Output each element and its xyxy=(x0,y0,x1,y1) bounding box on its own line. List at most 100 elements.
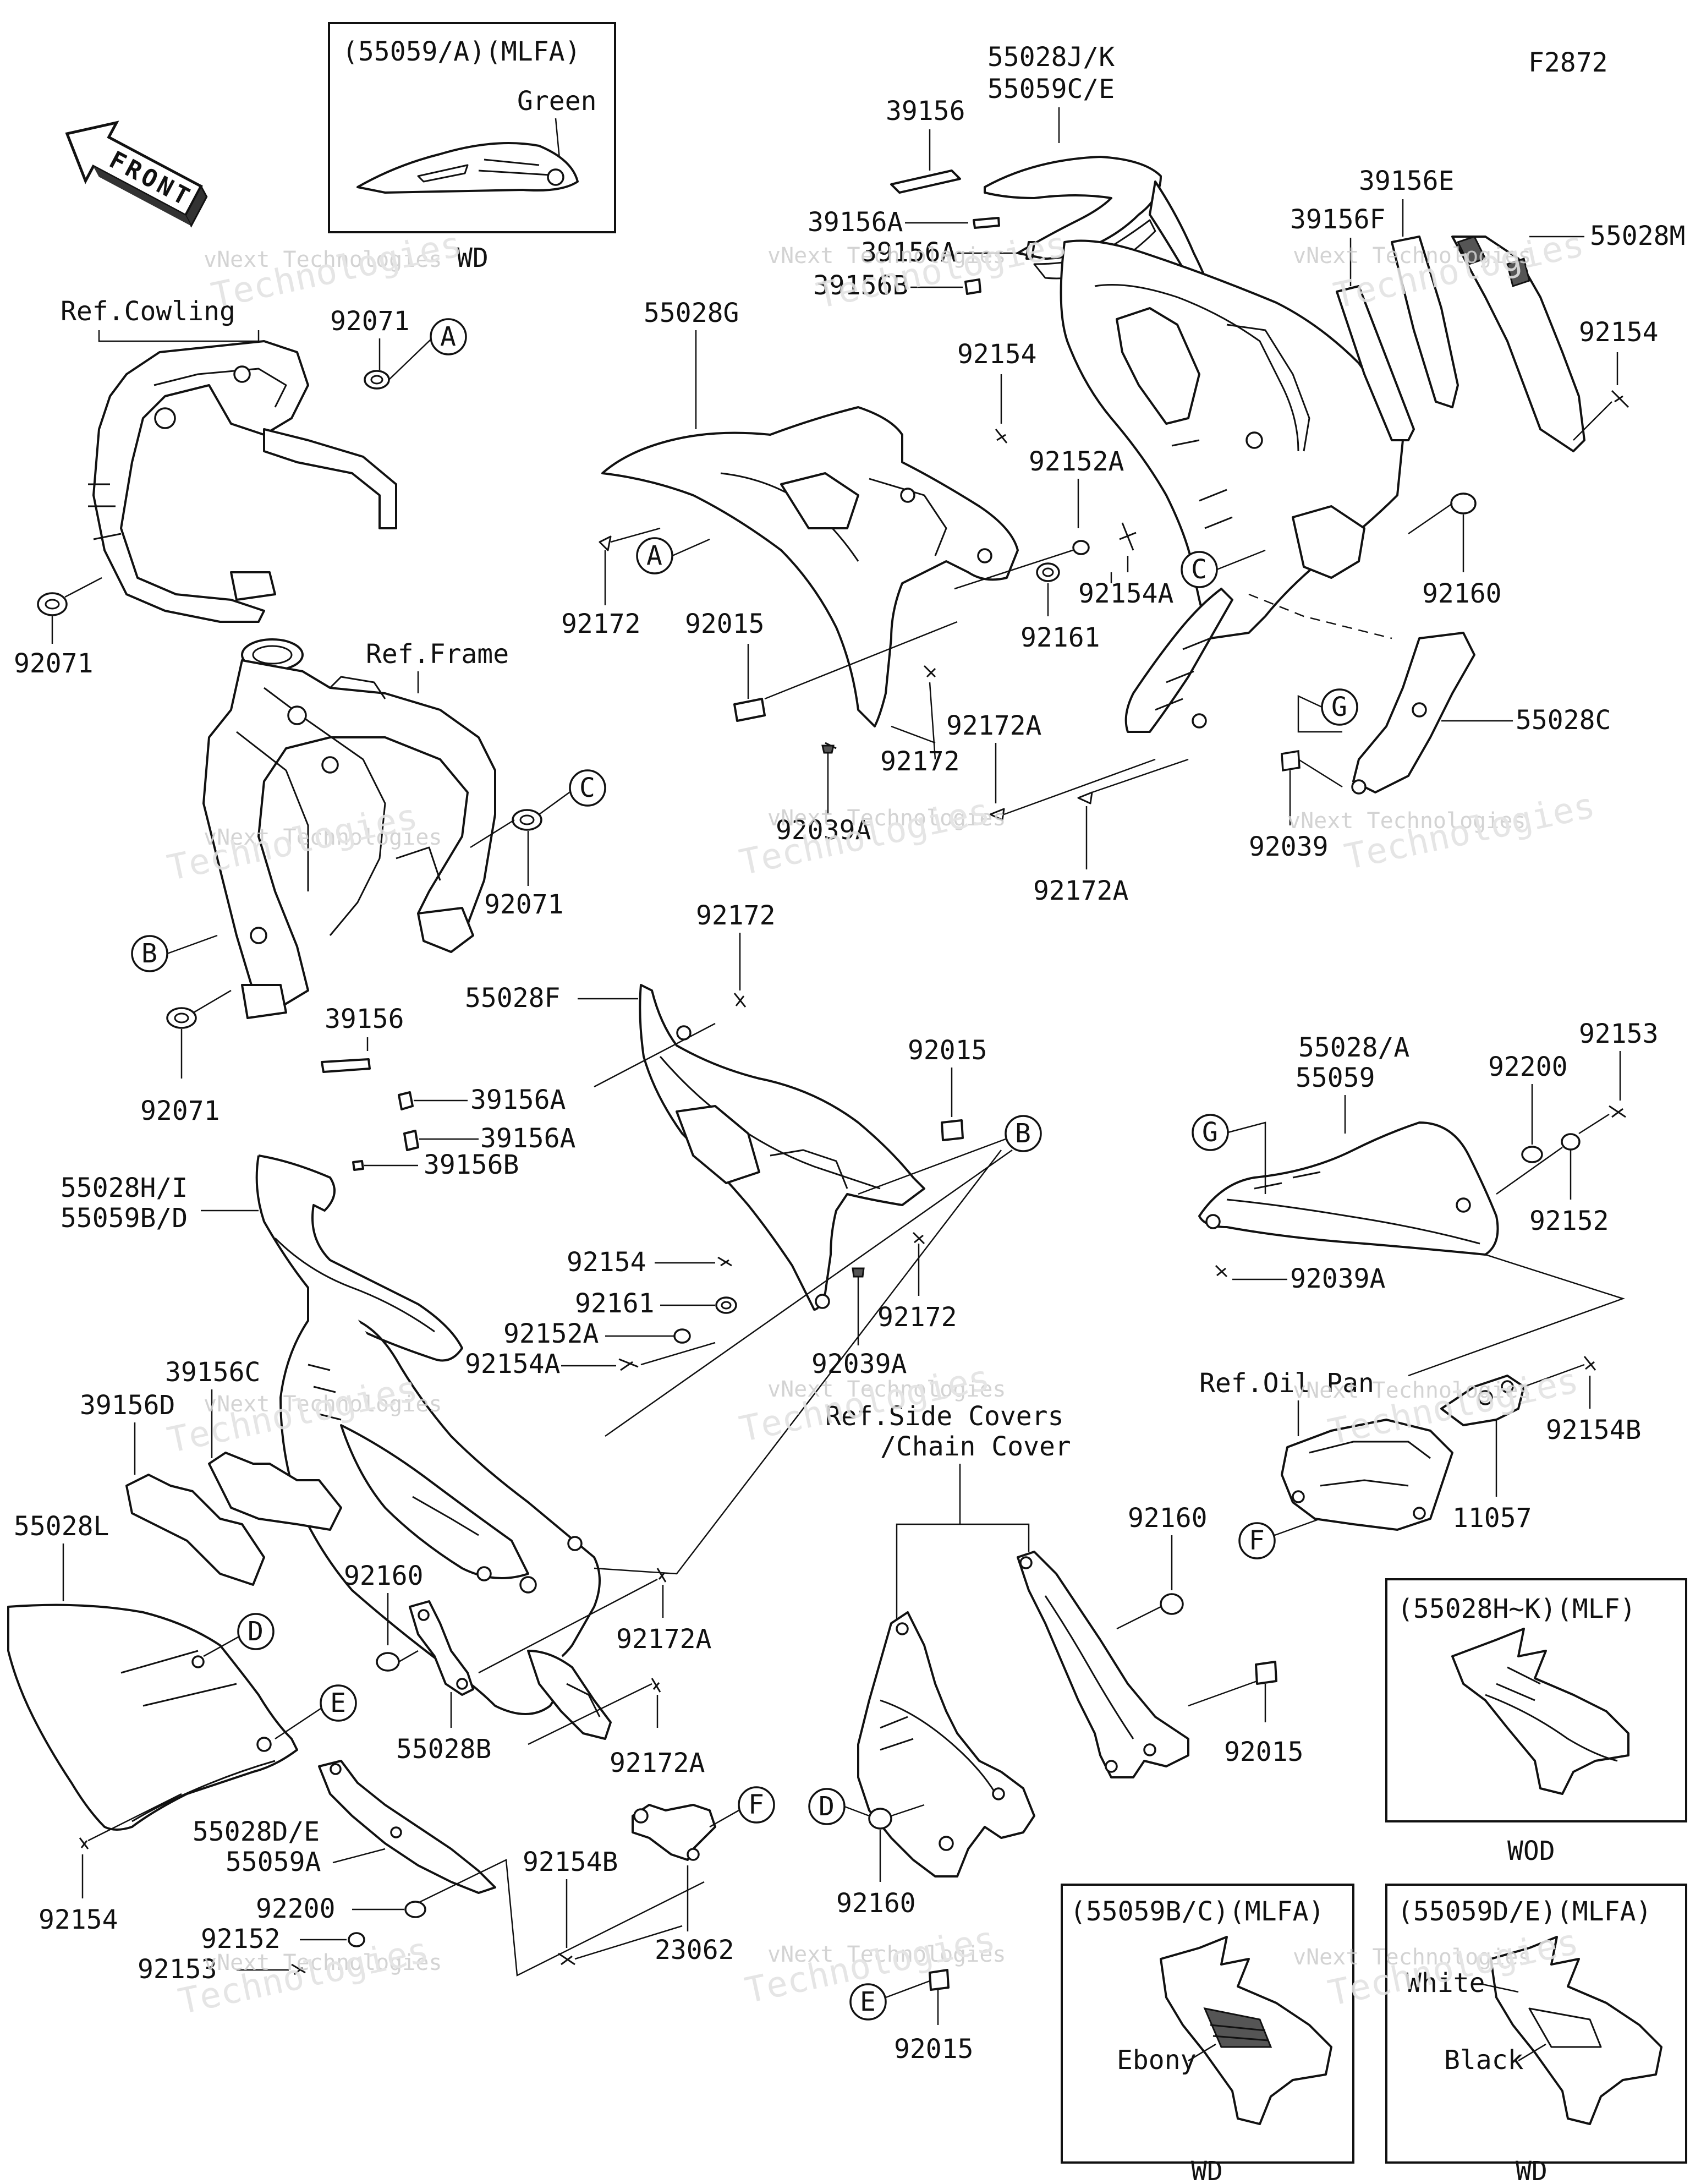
callout-c55028m: 55028M xyxy=(1590,221,1685,251)
watermark-text: Technologies xyxy=(736,791,994,884)
callout-c39156a-l1: 39156A xyxy=(470,1085,566,1115)
callout-c92172-m2: 92172 xyxy=(877,1302,957,1333)
marker-f-left: F xyxy=(748,1789,764,1820)
callout-c92172a-l1: 92172A xyxy=(616,1624,711,1655)
callout-c92152a-t: 92152A xyxy=(1029,446,1124,477)
callout-c92172-t2: 92172 xyxy=(880,746,960,777)
callout-c55028g: 55028G xyxy=(644,298,739,329)
inset-mlfa-bc-footer: WD xyxy=(1191,2156,1223,2184)
oil-pan-group: Ref.Oil Pan 11057 92154B F xyxy=(1199,1356,1641,1559)
callout-c55059a: 55059A xyxy=(226,1847,321,1878)
grommet-92071-frame-bottom: 92071 B xyxy=(131,934,232,1126)
ref-cowling-label: Ref.Cowling xyxy=(61,296,235,327)
bracket-55028c: 55028C G 92039 xyxy=(1249,632,1611,862)
marker-c-center: C xyxy=(1191,554,1207,585)
callout-c92039a-t: 92039A xyxy=(776,815,871,846)
side-covers-group: Ref.Side Covers /Chain Cover 92160 92015… xyxy=(808,1401,1304,2065)
callout-c92154b-l: 92154B xyxy=(523,1847,618,1878)
damper-strips-right: 39156E 39156F xyxy=(1290,166,1459,441)
callout-c39156a-l2: 39156A xyxy=(480,1123,575,1154)
grommet-92160-right: 92160 xyxy=(1408,492,1502,609)
callout-c55059bd: 55059B/D xyxy=(61,1203,188,1234)
callout-c55028a: 55028/A xyxy=(1298,1032,1409,1063)
watermark-text: vNext Technologies xyxy=(204,247,442,272)
watermark-text: vNext Technologies xyxy=(767,1377,1006,1402)
callout-c92152-r: 92152 xyxy=(1529,1206,1609,1236)
callout-c92015-m: 92015 xyxy=(908,1035,987,1066)
bracket-55028b: 92160 55028B 92172A 92172A xyxy=(344,1561,711,1778)
inset-mlfa-top-color: Green xyxy=(517,86,597,117)
callout-c39156-l: 39156 xyxy=(325,1004,404,1034)
inset-mlfa-bc-color: Ebony xyxy=(1117,2045,1197,2076)
inset-mlfa-de-footer: WD xyxy=(1516,2156,1548,2184)
inset-mlfa-bc-title: (55059B/C)(MLFA) xyxy=(1070,1896,1324,1927)
callout-c92039-t: 92039 xyxy=(1249,831,1329,862)
watermark-text: vNext Technologies xyxy=(767,806,1006,831)
marker-a-left: A xyxy=(440,321,456,352)
inset-mlf: (55028H~K)(MLF) WOD xyxy=(1385,1578,1687,1866)
callout-c55028b: 55028B xyxy=(396,1734,491,1765)
inset-mlf-title: (55028H~K)(MLF) xyxy=(1397,1594,1636,1624)
callout-c92152a-m: 92152A xyxy=(503,1318,599,1349)
lower-fairing-55028a: 55028/A 55059 G 92200 92153 92152 92039A xyxy=(1192,1019,1659,1377)
callout-c55028jk: 55028J/K xyxy=(987,42,1115,73)
callout-c55059ce: 55059C/E xyxy=(987,74,1115,105)
callout-c92172-t1: 92172 xyxy=(561,609,641,639)
callout-ref-side-covers-2: /Chain Cover xyxy=(880,1431,1071,1462)
marker-b-middle: B xyxy=(1015,1118,1031,1149)
callout-c92172a-l2: 92172A xyxy=(610,1748,705,1778)
middle-cowl: 55028H/I 55059B/D xyxy=(61,1150,1002,1740)
callout-c92154-m: 92154 xyxy=(567,1247,646,1278)
inset-mlfa-de-color-1: White xyxy=(1406,1968,1485,1999)
inner-cowl-55028g: 55028G xyxy=(601,298,1019,727)
upper-cowl: 55028J/K 55059C/E xyxy=(984,42,1404,733)
inset-mlfa-de-color-2: Black xyxy=(1444,2045,1524,2076)
callout-c92071-3: 92071 xyxy=(484,889,564,920)
inset-mlfa-de-title: (55059D/E)(MLFA) xyxy=(1397,1896,1651,1927)
frame: Ref.Frame xyxy=(202,638,509,1019)
pads-39156cd: 39156C 39156D xyxy=(80,1357,342,1586)
hardware-middle: 92015 B 92154 92161 92152A 92154A 92172 … xyxy=(465,1035,1042,1437)
watermark-text: vNext Technologies xyxy=(204,825,442,850)
callout-c39156f: 39156F xyxy=(1290,204,1385,235)
watermark-text: Technologies xyxy=(208,224,465,317)
marker-e-right: E xyxy=(860,1986,876,2017)
marker-d-right: D xyxy=(819,1791,835,1822)
callout-c55028de: 55028D/E xyxy=(193,1816,320,1847)
callout-c39156b-l: 39156B xyxy=(424,1150,519,1180)
callout-c92015-sc: 92015 xyxy=(1224,1737,1304,1767)
callout-c39156d: 39156D xyxy=(80,1390,175,1421)
callout-c92154b-r: 92154B xyxy=(1546,1415,1641,1446)
grommet-92071-top: 92071 A xyxy=(330,306,467,390)
marker-d-left: D xyxy=(248,1616,264,1647)
marker-c-left: C xyxy=(579,773,595,803)
callout-c11057: 11057 xyxy=(1452,1503,1532,1534)
callout-c92154-t: 92154 xyxy=(957,339,1037,370)
callout-c92161-m: 92161 xyxy=(575,1288,655,1319)
callout-ref-oil-pan: Ref.Oil Pan xyxy=(1199,1368,1374,1399)
callout-c92200-r: 92200 xyxy=(1488,1052,1568,1082)
ref-frame-label: Ref.Frame xyxy=(366,639,509,670)
callout-c39156-top: 39156 xyxy=(886,96,965,127)
marker-b-left: B xyxy=(141,938,157,969)
callout-c92160-l: 92160 xyxy=(344,1561,424,1591)
callout-c23062: 23062 xyxy=(655,1935,734,1966)
marker-g-bottom: G xyxy=(1202,1117,1218,1148)
figure-code: F2872 xyxy=(1528,47,1608,78)
bracket-23062: F 92154B 23062 xyxy=(523,1786,775,1966)
callout-c39156a-1: 39156A xyxy=(808,207,903,238)
callout-c92071-4: 92071 xyxy=(140,1096,220,1126)
callout-c92153-l: 92153 xyxy=(138,1954,217,1985)
damper-strips-top: 39156 39156A 39156A 39156B xyxy=(808,96,1035,301)
callout-c55028c: 55028C xyxy=(1516,705,1611,736)
callout-c92160-sc2: 92160 xyxy=(836,1888,916,1919)
inset-mlfa-top-title: (55059/A)(MLFA) xyxy=(342,36,580,67)
callout-c92154a-m: 92154A xyxy=(465,1349,560,1380)
watermark-text: vNext Technologies xyxy=(204,1392,442,1417)
watermark-text: vNext Technologies xyxy=(767,1942,1006,1967)
lower-cover-55028l: 55028L D E 92154 xyxy=(7,1511,357,1935)
grommet-92071-left: 92071 xyxy=(14,577,102,679)
watermark-text: vNext Technologies xyxy=(767,243,1006,269)
callout-c55028f: 55028F xyxy=(465,983,560,1014)
